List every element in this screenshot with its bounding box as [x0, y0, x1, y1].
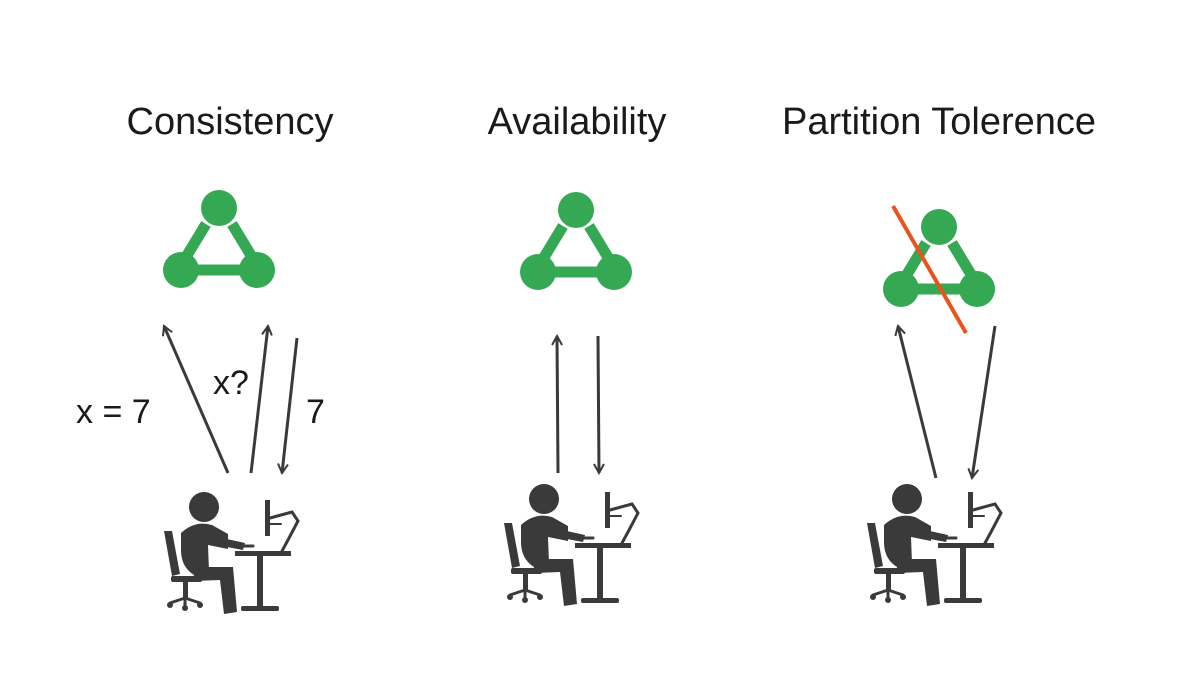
arrow-request-partition: [898, 326, 938, 479]
title-consistency: Consistency: [127, 101, 334, 143]
arrow-response-consistency: [282, 337, 299, 473]
person-at-desk-icon-consistency: [162, 490, 300, 616]
arrow-request-availability: [557, 336, 558, 474]
cluster-icon-availability: [520, 192, 632, 290]
cluster-icon-partition: [883, 209, 995, 307]
title-availability: Availability: [488, 101, 667, 143]
person-at-desk-icon-availability: [502, 482, 640, 608]
title-partition-tolerance: Partition Tolerence: [782, 101, 1096, 143]
arrow-write-consistency: [164, 326, 230, 474]
label-response: 7: [306, 393, 325, 431]
label-write: x = 7: [76, 393, 151, 431]
arrow-read-consistency: [249, 326, 268, 474]
label-read: x?: [213, 364, 249, 402]
arrow-response-partition: [972, 325, 997, 478]
partition-cut-line: [891, 205, 968, 334]
arrow-response-availability: [598, 335, 599, 473]
person-at-desk-icon-partition: [865, 482, 1003, 608]
cluster-icon-consistency: [163, 190, 275, 288]
